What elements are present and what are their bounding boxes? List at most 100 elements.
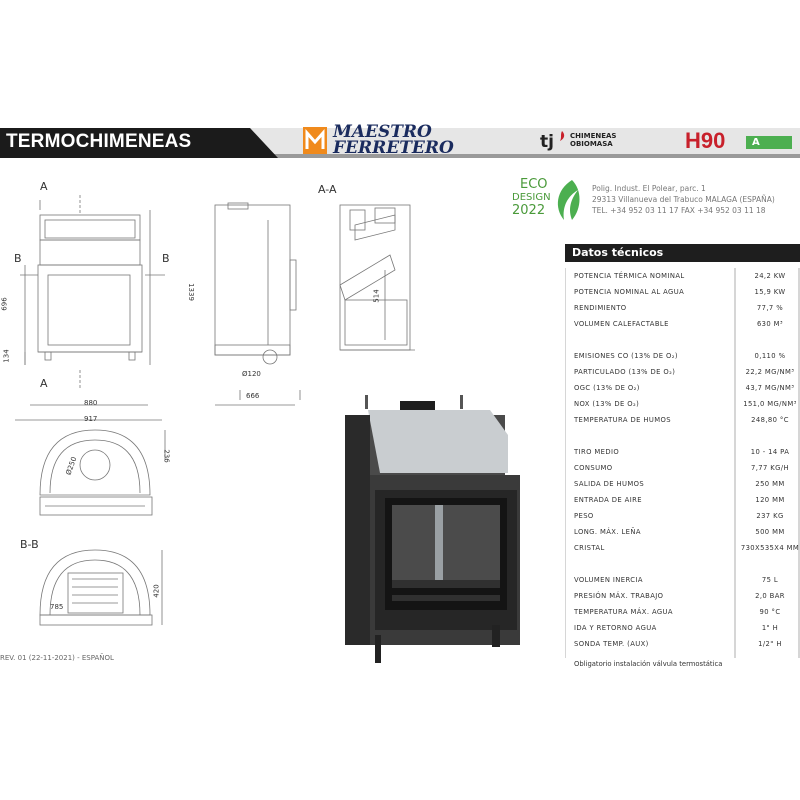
spec-value: 500 mm: [755, 528, 785, 536]
spec-label: [566, 332, 740, 348]
table-row: Ida y retorno agua1" H: [566, 620, 800, 636]
label-b-left: B: [14, 252, 22, 265]
spec-value: 7,77 kg/h: [750, 464, 790, 472]
specs-title-bar: [565, 244, 800, 262]
dim-917: 917: [84, 415, 98, 423]
eco-design-logo: ECO DESIGN 2022: [512, 177, 551, 218]
spec-value: 248,80 °C: [751, 416, 789, 424]
dim-514: 514: [372, 289, 381, 303]
spec-label: [566, 428, 740, 444]
dim-880: 880: [84, 399, 98, 407]
table-row: [566, 556, 800, 572]
front-view: [15, 195, 165, 421]
spec-value: 120 mm: [755, 496, 785, 504]
table-row: OGC (13% de O₂) 43,7 mg/Nm³: [566, 380, 800, 396]
label-b-right: B: [162, 252, 170, 265]
spec-label: Entrada de aire: [574, 496, 642, 504]
maestro-ferretero-logo: [303, 127, 327, 154]
spec-label: Particulado (13% de O₂): [574, 368, 676, 376]
table-row: Potencia nominal al agua 15,9 kW: [566, 284, 800, 300]
spec-label: Tiro medio: [574, 448, 620, 456]
table-row: [566, 428, 800, 444]
spec-label: OGC (13% de O₂): [574, 384, 640, 392]
table-row: Volumen calefactable 630 m³: [566, 316, 800, 332]
spec-value: 75 L: [761, 576, 779, 584]
revision-text: REV. 01 (22-11-2021) - ESPAÑOL: [0, 654, 114, 662]
spec-label: Consumo: [574, 464, 613, 472]
header-banner: [0, 128, 800, 158]
spec-label: Temperatura de humos: [574, 416, 671, 424]
spec-label: Presión máx. trabajo: [574, 592, 664, 600]
spec-value: 237 kg: [756, 512, 784, 520]
spec-value: [740, 428, 800, 444]
dim-696: 696: [0, 297, 9, 311]
table-row: Tiro medio 10 - 14 Pa: [566, 444, 800, 460]
leaf-icon: [557, 180, 580, 220]
table-row: Particulado (13% de O₂) 22,2 mg/Nm³: [566, 364, 800, 380]
section-aa-view: [339, 204, 415, 351]
spec-label: Peso: [574, 512, 594, 520]
spec-value: 43,7 mg/Nm³: [745, 384, 795, 392]
page-title: TERMOCHIMENEAS: [6, 131, 192, 152]
spec-label: Potencia térmica nominal: [574, 272, 685, 280]
spec-value: 15,9 kW: [754, 288, 786, 296]
svg-text:tj: tj: [540, 132, 554, 152]
spec-label: Salida de humos: [574, 480, 645, 488]
spec-label: Long. máx. leña: [574, 528, 641, 536]
dim-785: 785: [50, 603, 64, 611]
section-bb-view: [39, 549, 163, 626]
table-row: Temperatura máx. agua90 °C: [566, 604, 800, 620]
spec-value: 730x535x4 mm: [740, 544, 800, 552]
table-row: Rendimiento 77,7 %: [566, 300, 800, 316]
specs-table: Potencia térmica nominal24,2 KwPotencia …: [566, 268, 800, 652]
spec-value: 151,0 mg/Nm³: [743, 400, 797, 408]
dim-120: Ø120: [242, 370, 261, 378]
spec-label: Rendimiento: [574, 304, 627, 312]
tj-logo: tj: [540, 131, 565, 152]
table-row: Peso 237 kg: [566, 508, 800, 524]
spec-value: 1/2" H: [758, 640, 782, 648]
section-aa-label: A-A: [318, 183, 337, 196]
product-photo: [345, 395, 520, 663]
top-view: [39, 429, 166, 516]
model-name: H90: [685, 128, 726, 153]
spec-value: [740, 332, 800, 348]
section-bb-label: B-B: [20, 538, 39, 551]
label-a-top: A: [40, 180, 48, 193]
specs-grid: [565, 268, 800, 658]
address-block: Polig. Indust. El Polear, parc. 1 29313 …: [592, 184, 775, 215]
spec-label: Cristal: [574, 544, 605, 552]
side-view: [214, 202, 301, 406]
dim-420: 420: [152, 584, 161, 598]
dim-height: 1339: [186, 283, 195, 301]
spec-label: [566, 556, 740, 572]
spec-value: 22,2 mg/Nm³: [745, 368, 795, 376]
spec-value: 2,0 bar: [755, 592, 785, 600]
table-row: Consumo 7,77 kg/h: [566, 460, 800, 476]
label-a-bottom: A: [40, 377, 48, 390]
spec-value: 10 - 14 Pa: [750, 448, 790, 456]
spec-label: Volumen calefactable: [574, 320, 669, 328]
table-row: Volumen inercia75 L: [566, 572, 800, 588]
specs-note: Obligatorio instalación válvula termostá…: [574, 660, 723, 668]
table-row: Long. máx. leña 500 mm: [566, 524, 800, 540]
table-row: Sonda temp. (aux) 1/2" H: [566, 636, 800, 652]
table-row: Cristal 730x535x4 mm: [566, 540, 800, 556]
table-row: Potencia térmica nominal 24,2 Kw: [566, 268, 800, 284]
table-row: Presión máx. trabajo 2,0 bar: [566, 588, 800, 604]
spec-value: [740, 556, 800, 572]
spec-label: Sonda temp. (aux): [574, 640, 649, 648]
brand-name: MAESTRO FERRETERO: [333, 122, 454, 158]
spec-value: 77,7 %: [756, 304, 784, 312]
table-row: [566, 332, 800, 348]
spec-value: 24,2 Kw: [754, 272, 786, 280]
spec-value: 250 mm: [755, 480, 785, 488]
dim-666: 666: [246, 392, 260, 400]
spec-value: 630 m³: [756, 320, 784, 328]
spec-value: 0,110 %: [754, 352, 786, 360]
energy-class-badge: A: [746, 136, 792, 149]
dim-134: 134: [2, 349, 11, 363]
spec-label: Potencia nominal al agua: [574, 288, 685, 296]
spec-label: Temperatura máx. agua: [574, 608, 673, 616]
specs-title: Datos técnicos: [572, 246, 664, 259]
